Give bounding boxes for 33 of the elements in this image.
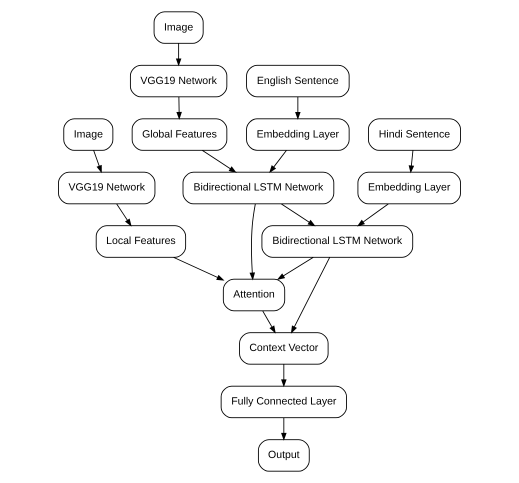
node-box: VGG19 Network <box>130 64 228 98</box>
arrow <box>202 150 237 173</box>
arrow <box>295 96 301 120</box>
node-box: Embedding Layer <box>246 118 350 151</box>
node-box: Output <box>258 439 310 472</box>
node-box: Local Features <box>96 225 186 258</box>
node-box: Context Vector <box>239 332 329 365</box>
arrow <box>280 203 316 226</box>
arrow <box>116 203 132 227</box>
node-box: Bidirectional LSTM Network <box>182 172 334 204</box>
arrow <box>269 150 287 174</box>
node-box: Embedding Layer <box>357 172 461 204</box>
arrow <box>250 203 256 280</box>
node-box: Bidirectional LSTM Network <box>261 225 414 258</box>
arrow <box>356 203 389 226</box>
node-box: Image <box>154 11 204 44</box>
arrow <box>176 42 182 66</box>
node-box: Image <box>63 118 114 151</box>
node-box: Global Features <box>132 118 228 151</box>
node-box: Hindi Sentence <box>368 118 461 151</box>
node-box: Fully Connected Layer <box>220 386 347 418</box>
node-box: VGG19 Network <box>58 172 156 204</box>
arrow <box>176 96 182 120</box>
arrow <box>290 257 330 334</box>
node-box: English Sentence <box>246 64 350 98</box>
arrow <box>408 150 414 174</box>
arrow <box>262 310 276 334</box>
arrow <box>281 417 287 441</box>
arrow <box>173 256 225 281</box>
arrow <box>281 364 287 388</box>
arrow <box>276 256 314 280</box>
node-box: Attention <box>222 278 286 312</box>
arrow <box>93 150 102 174</box>
